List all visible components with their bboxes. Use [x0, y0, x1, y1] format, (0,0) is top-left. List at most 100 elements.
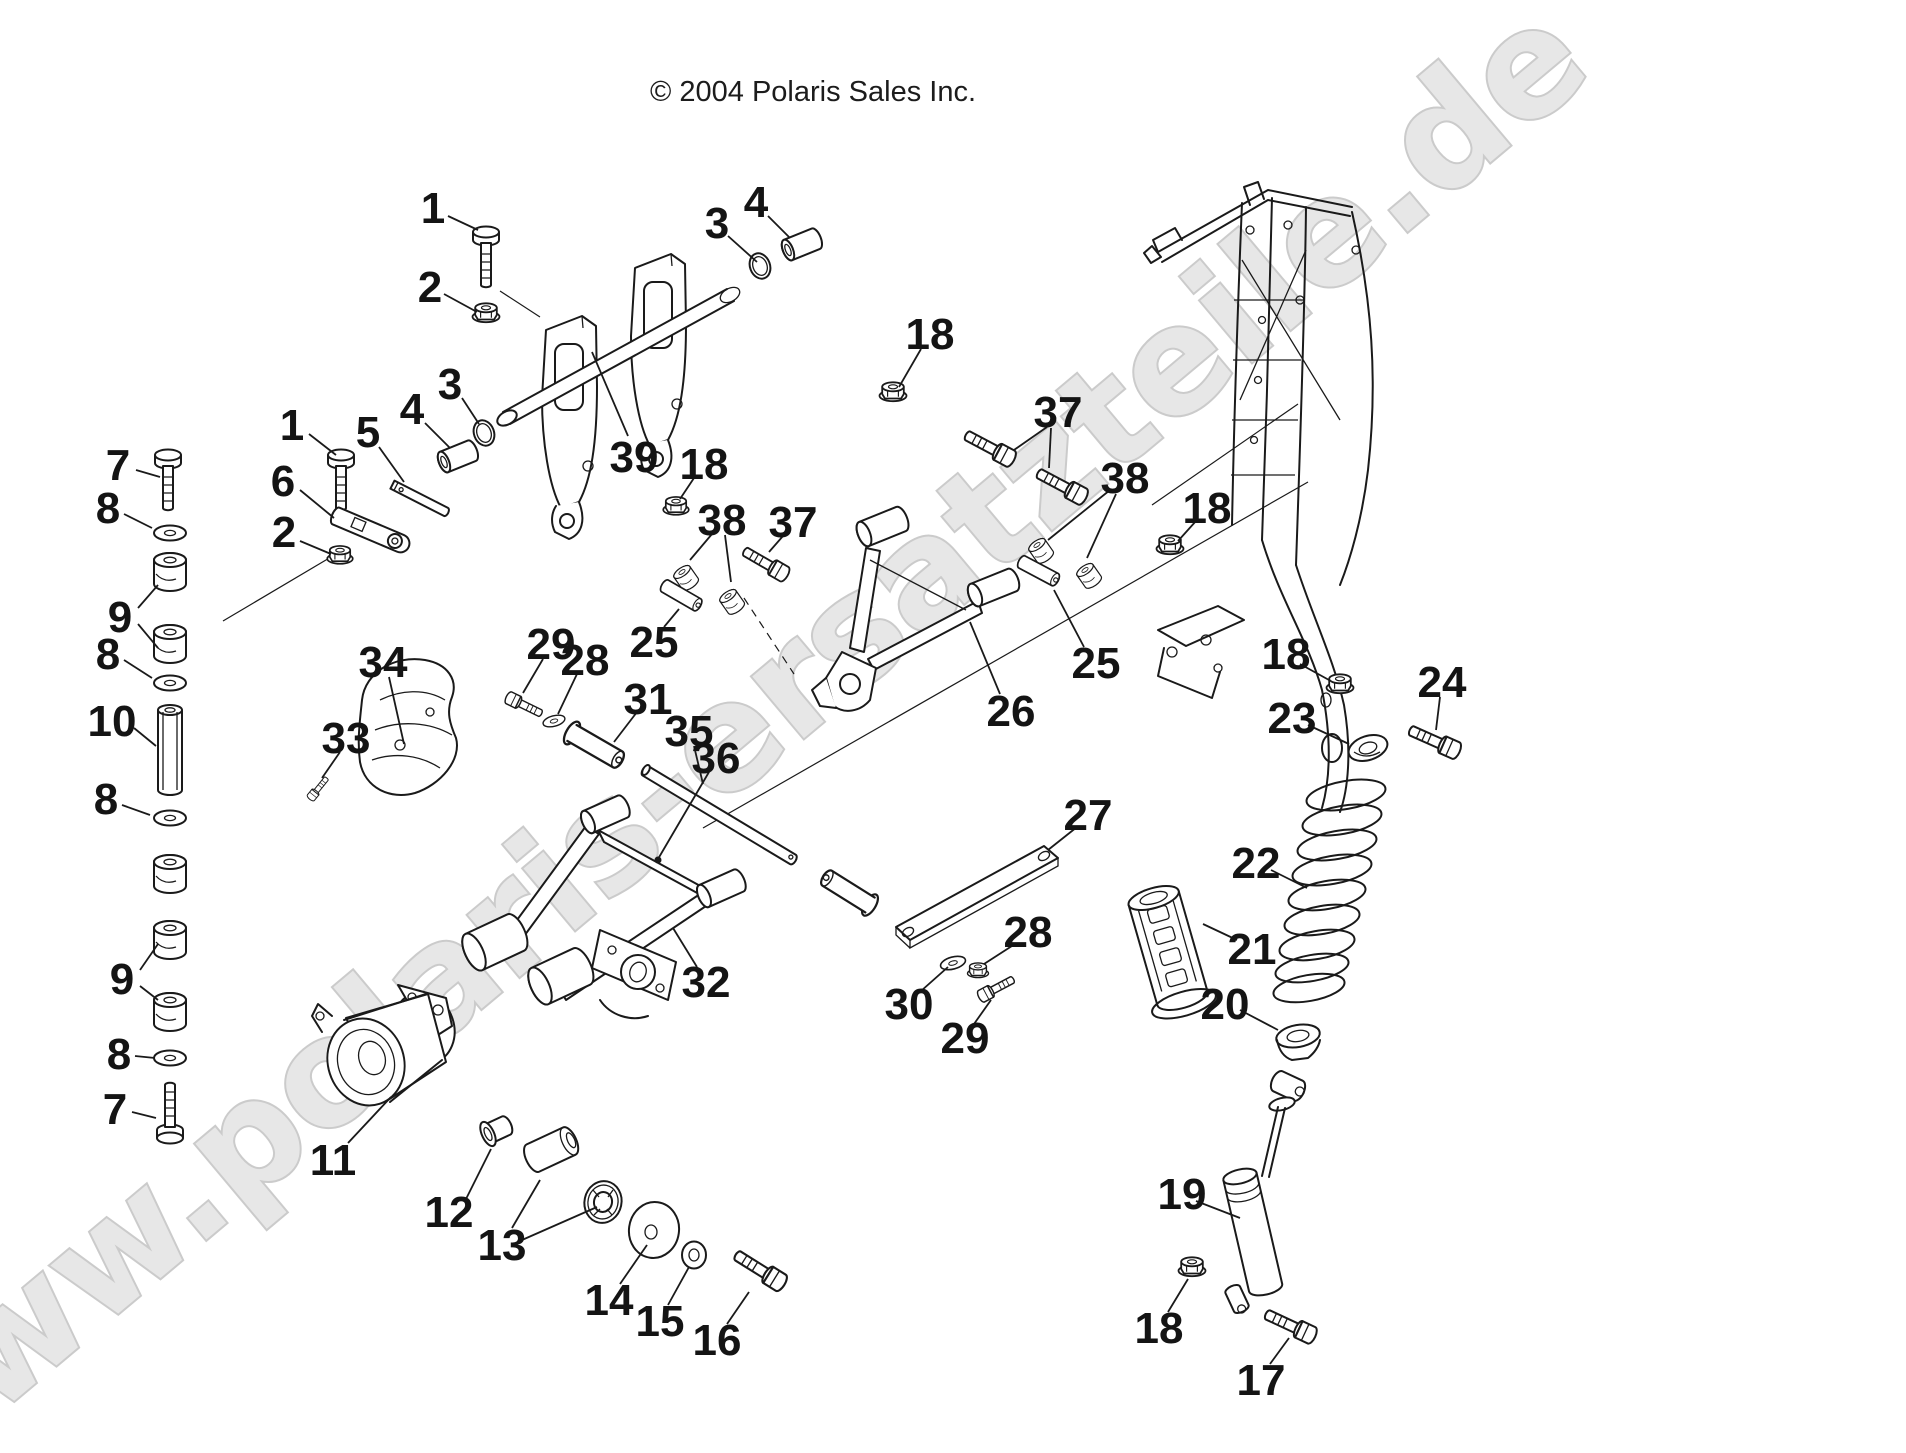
leader-line-28: [983, 943, 1016, 965]
leader-line-25: [1053, 589, 1085, 648]
part-callout-25: 25: [1072, 639, 1121, 688]
part-callout-20: 20: [1201, 980, 1250, 1029]
part-callout-8: 8: [94, 775, 118, 824]
part-27-brace: [895, 845, 1059, 950]
part-4-spacer: [778, 225, 826, 264]
part-callout-37: 37: [1034, 388, 1083, 437]
leader-line-33: [321, 751, 341, 779]
part-18-nut: [1325, 673, 1355, 695]
part-9-bushing: [153, 552, 187, 592]
part-9-bushing: [153, 854, 187, 894]
leader-line-37: [1013, 426, 1048, 451]
leader-line-37: [1048, 427, 1052, 469]
leader-line-37: [768, 535, 784, 553]
part-callout-4: 4: [744, 178, 769, 227]
part-callout-27: 27: [1064, 791, 1113, 840]
leader-line-8: [121, 804, 151, 816]
part-callout-35: 35: [665, 707, 714, 756]
part-callout-36: 36: [692, 734, 741, 783]
leader-dot-36: [654, 856, 662, 864]
leader-line-32: [672, 927, 698, 968]
copyright-text: © 2004 Polaris Sales Inc.: [650, 76, 976, 108]
part-10-spacer-tube: [157, 704, 183, 796]
leader-line-38: [1086, 493, 1117, 559]
part-callout-22: 22: [1232, 839, 1281, 888]
part-callout-13: 13: [478, 1221, 527, 1270]
part-9-bushing: [153, 992, 187, 1032]
part-39-stabilizer-bar: [496, 253, 741, 540]
part-9-bushing: [153, 624, 187, 664]
part-callout-29: 29: [941, 1014, 990, 1063]
leader-line-30: [920, 966, 949, 992]
part-callout-19: 19: [1158, 1170, 1207, 1219]
leader-line-1: [447, 215, 479, 231]
assembly-phantom-lines: [222, 290, 1309, 829]
leader-line-38: [1047, 489, 1111, 541]
part-callout-39: 39: [610, 433, 659, 482]
leader-line-17: [1269, 1337, 1290, 1365]
part-callout-32: 32: [682, 958, 731, 1007]
part-callout-16: 16: [693, 1316, 742, 1365]
leader-line-10: [133, 727, 157, 747]
part-callout-23: 23: [1268, 694, 1317, 743]
leader-line-15: [667, 1266, 690, 1306]
part-11-bearing-housing: [311, 984, 456, 1107]
leader-line-28: [557, 673, 578, 715]
watermark-text: www.polaris-ersatzteile.de: [0, 0, 1620, 1453]
part-17-bolt: [1260, 1304, 1320, 1347]
leader-line-13: [521, 1206, 598, 1241]
part-callout-9: 9: [108, 593, 132, 642]
part-callout-25: 25: [630, 618, 679, 667]
part-callout-4: 4: [400, 385, 425, 434]
leader-line-9: [139, 943, 159, 971]
part-callout-38: 38: [698, 496, 747, 545]
part-12-bushing: [479, 1115, 514, 1148]
leader-line-7: [131, 1111, 157, 1119]
part-callout-26: 26: [987, 687, 1036, 736]
leader-line-2: [299, 540, 332, 555]
leader-line-2: [443, 293, 478, 313]
leader-line-3: [461, 397, 480, 425]
part-callout-15: 15: [636, 1297, 685, 1346]
part-33-bolt: [305, 774, 331, 803]
part-callout-3: 3: [705, 199, 729, 248]
leader-line-1: [308, 433, 337, 456]
part-callout-38: 38: [1101, 454, 1150, 503]
leader-line-9: [139, 985, 159, 1001]
part-callout-24: 24: [1418, 658, 1467, 707]
leader-line-18: [898, 348, 922, 388]
part-2-nut: [326, 545, 354, 565]
part-callout-2: 2: [272, 508, 296, 557]
part-callout-2: 2: [418, 263, 442, 312]
part-callout-29: 29: [527, 620, 576, 669]
part-20-spring-retainer: [1275, 1023, 1321, 1061]
part-26-upper-a-arm: [811, 505, 1021, 712]
leader-line-9: [137, 584, 159, 609]
leader-line-25: [663, 608, 680, 628]
part-32-lower-a-arm: [461, 794, 747, 1020]
part-9-bushing: [153, 920, 187, 960]
part-callout-30: 30: [885, 980, 934, 1029]
part-1-bolt: [327, 448, 355, 512]
part-31-pivot-bolt: [815, 864, 883, 920]
part-callout-21: 21: [1228, 925, 1277, 974]
leader-line-20: [1239, 1009, 1279, 1031]
leader-line-7: [135, 469, 161, 478]
leader-line-8: [123, 513, 153, 529]
leader-line-8: [123, 659, 153, 679]
leader-line-31: [613, 711, 638, 743]
part-callout-7: 7: [106, 441, 130, 490]
leader-line-35: [693, 745, 704, 785]
leader-line-4: [424, 422, 451, 449]
part-38-bushing: [1074, 560, 1105, 592]
leader-line-29: [522, 658, 544, 694]
part-callout-1: 1: [421, 184, 445, 233]
leader-line-38: [724, 534, 732, 583]
part-callout-31: 31: [624, 675, 673, 724]
part-7-bolt: [154, 448, 182, 512]
part-callout-3: 3: [438, 360, 462, 409]
part-callout-12: 12: [425, 1188, 474, 1237]
leader-line-34: [388, 676, 405, 745]
